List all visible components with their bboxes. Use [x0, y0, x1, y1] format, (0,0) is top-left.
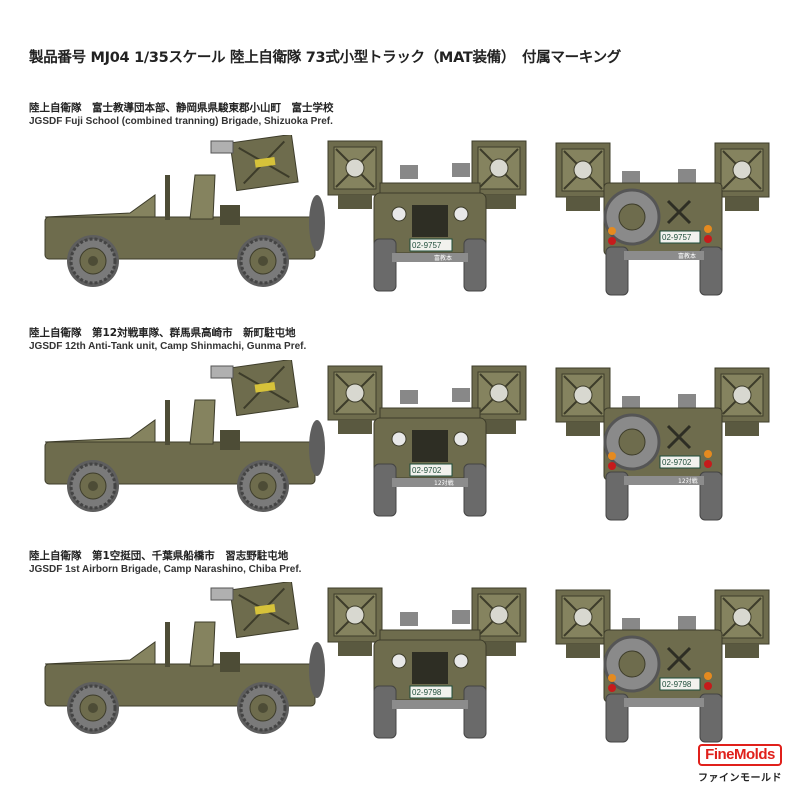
variant-1-caption-en: JGSDF Fuji School (combined tranning) Br… — [29, 116, 333, 127]
finemolds-logo: FineMolds ファインモールド — [698, 744, 782, 784]
variant-3-side-view — [35, 582, 325, 742]
variant-3-rear-view: 02-9798 — [550, 582, 775, 752]
logo-brand: FineMolds — [698, 744, 782, 766]
variant-2-rear-bumper-mark: 12対戦 — [678, 477, 698, 485]
variant-1-rear-plate: 02-9757 — [662, 233, 692, 242]
variant-2-front-view: 02-9702 12対戦 — [322, 360, 532, 530]
variant-1-front-plate: 02-9757 — [412, 241, 442, 250]
variant-1-side-view — [35, 135, 325, 295]
variant-2-caption-jp: 陸上自衛隊 第12対戦車隊、群馬県高崎市 新町駐屯地 — [29, 327, 296, 339]
variant-2-front-bumper-mark: 12対戦 — [434, 479, 454, 487]
variant-2-side-view — [35, 360, 325, 520]
variant-2-rear-view: 02-9702 12対戦 — [550, 360, 775, 530]
variant-3-front-plate: 02-9798 — [412, 688, 442, 697]
logo-kana: ファインモールド — [698, 773, 782, 784]
variant-3-caption-jp: 陸上自衛隊 第1空挺団、千葉県船橋市 習志野駐屯地 — [29, 550, 289, 562]
variant-2-front-plate: 02-9702 — [412, 466, 442, 475]
variant-1-front-view: 02-9757 富教本 — [322, 135, 532, 305]
variant-1-caption-jp: 陸上自衛隊 富士教導団本部、静岡県県駿東郡小山町 富士学校 — [29, 102, 334, 114]
variant-3-caption-en: JGSDF 1st Airborn Brigade, Camp Narashin… — [29, 564, 302, 575]
page-title: 製品番号 MJ04 1/35スケール 陸上自衛隊 73式小型トラック（MAT装備… — [29, 50, 621, 66]
variant-1-rear-view: 02-9757 富教本 — [550, 135, 775, 305]
variant-3-rear-plate: 02-9798 — [662, 680, 692, 689]
variant-1-front-bumper-mark: 富教本 — [434, 254, 452, 262]
variant-2-caption-en: JGSDF 12th Anti-Tank unit, Camp Shinmach… — [29, 341, 307, 352]
variant-3-front-view: 02-9798 — [322, 582, 532, 752]
variant-1-rear-bumper-mark: 富教本 — [678, 252, 696, 260]
variant-2-rear-plate: 02-9702 — [662, 458, 692, 467]
